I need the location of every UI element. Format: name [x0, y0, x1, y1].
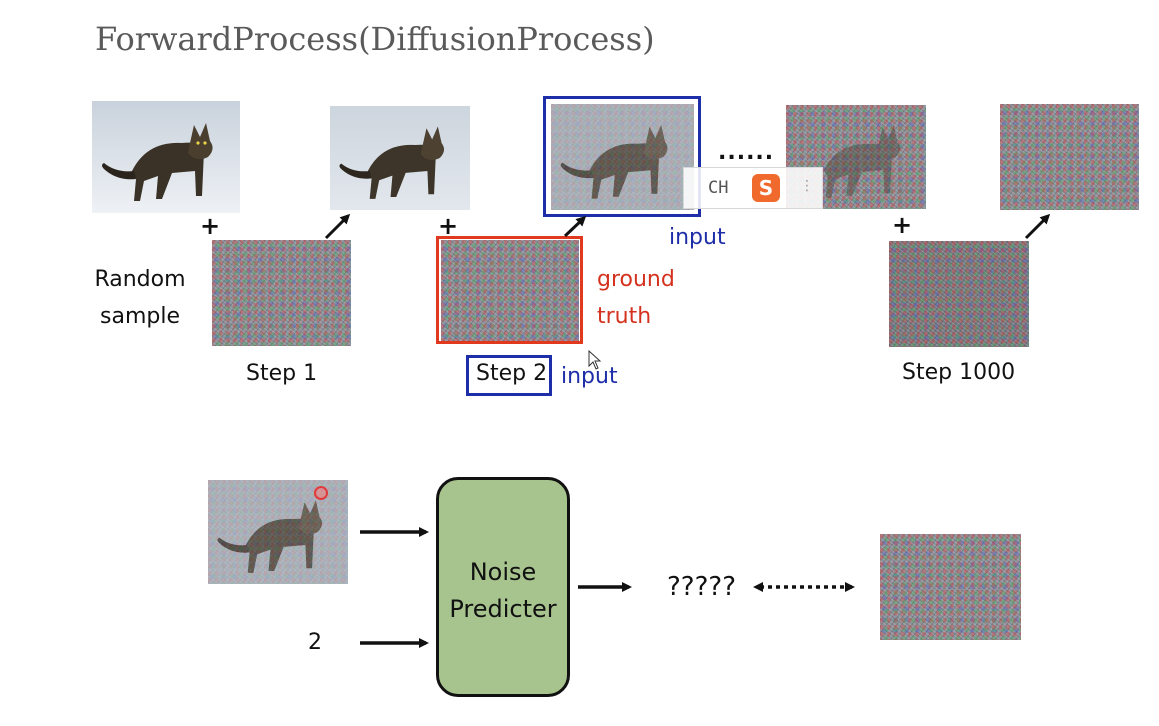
ground-truth-line1: ground — [597, 267, 675, 292]
ground-truth-line2: truth — [597, 304, 652, 329]
ime-toolbar[interactable]: CH S ⋮ — [683, 167, 823, 209]
cat-image-step1 — [330, 106, 470, 210]
step1000-label: Step 1000 — [902, 360, 1016, 385]
slide-title: ForwardProcess(DiffusionProcess) — [95, 20, 655, 58]
ime-menu-icon[interactable]: ⋮ — [800, 178, 814, 194]
arrow-icon — [324, 213, 351, 240]
sogou-logo-icon[interactable]: S — [752, 174, 780, 202]
noise-predicter-line2: Predicter — [449, 595, 557, 623]
unknown-output: ????? — [667, 572, 736, 602]
mouse-cursor-icon — [588, 349, 602, 370]
ground-truth-label: ground truth — [597, 261, 675, 335]
step-number-input: 2 — [308, 630, 322, 655]
ime-language-indicator[interactable]: CH — [708, 178, 729, 198]
arrow-icon — [563, 215, 587, 238]
cat-image-step2 — [551, 104, 694, 210]
step1-label: Step 1 — [246, 361, 318, 386]
target-noise-image — [880, 534, 1021, 640]
random-sample-line2: sample — [100, 304, 180, 329]
cursor-highlight-icon — [314, 486, 328, 500]
input-label-step2: input — [561, 364, 618, 389]
noise-predicter-box: Noise Predicter — [436, 477, 570, 697]
noisy-cat-input-image — [208, 480, 348, 584]
noise-patch-step1 — [212, 240, 351, 346]
noise-predicter-line1: Noise — [469, 558, 537, 586]
arrow-icon — [1024, 213, 1051, 240]
noisy-image-step1000 — [1000, 104, 1139, 210]
plus-sign-step1000: + — [892, 211, 913, 239]
cat-image-original — [92, 101, 240, 213]
cat-image-step999 — [786, 105, 926, 209]
input-label-top: input — [669, 225, 726, 250]
plus-sign-step2: + — [438, 212, 459, 240]
plus-sign-step1: + — [200, 212, 221, 240]
step2-label: Step 2 — [476, 361, 548, 386]
random-sample-line1: Random — [94, 267, 186, 292]
input-highlight-box — [543, 96, 701, 217]
random-sample-label: Random sample — [90, 261, 190, 335]
ground-truth-highlight-box — [436, 236, 583, 344]
ellipsis: ...... — [718, 140, 775, 165]
noise-patch-step1000 — [889, 241, 1029, 347]
step2-highlight-box — [466, 355, 552, 396]
noise-patch-step2 — [441, 240, 579, 341]
